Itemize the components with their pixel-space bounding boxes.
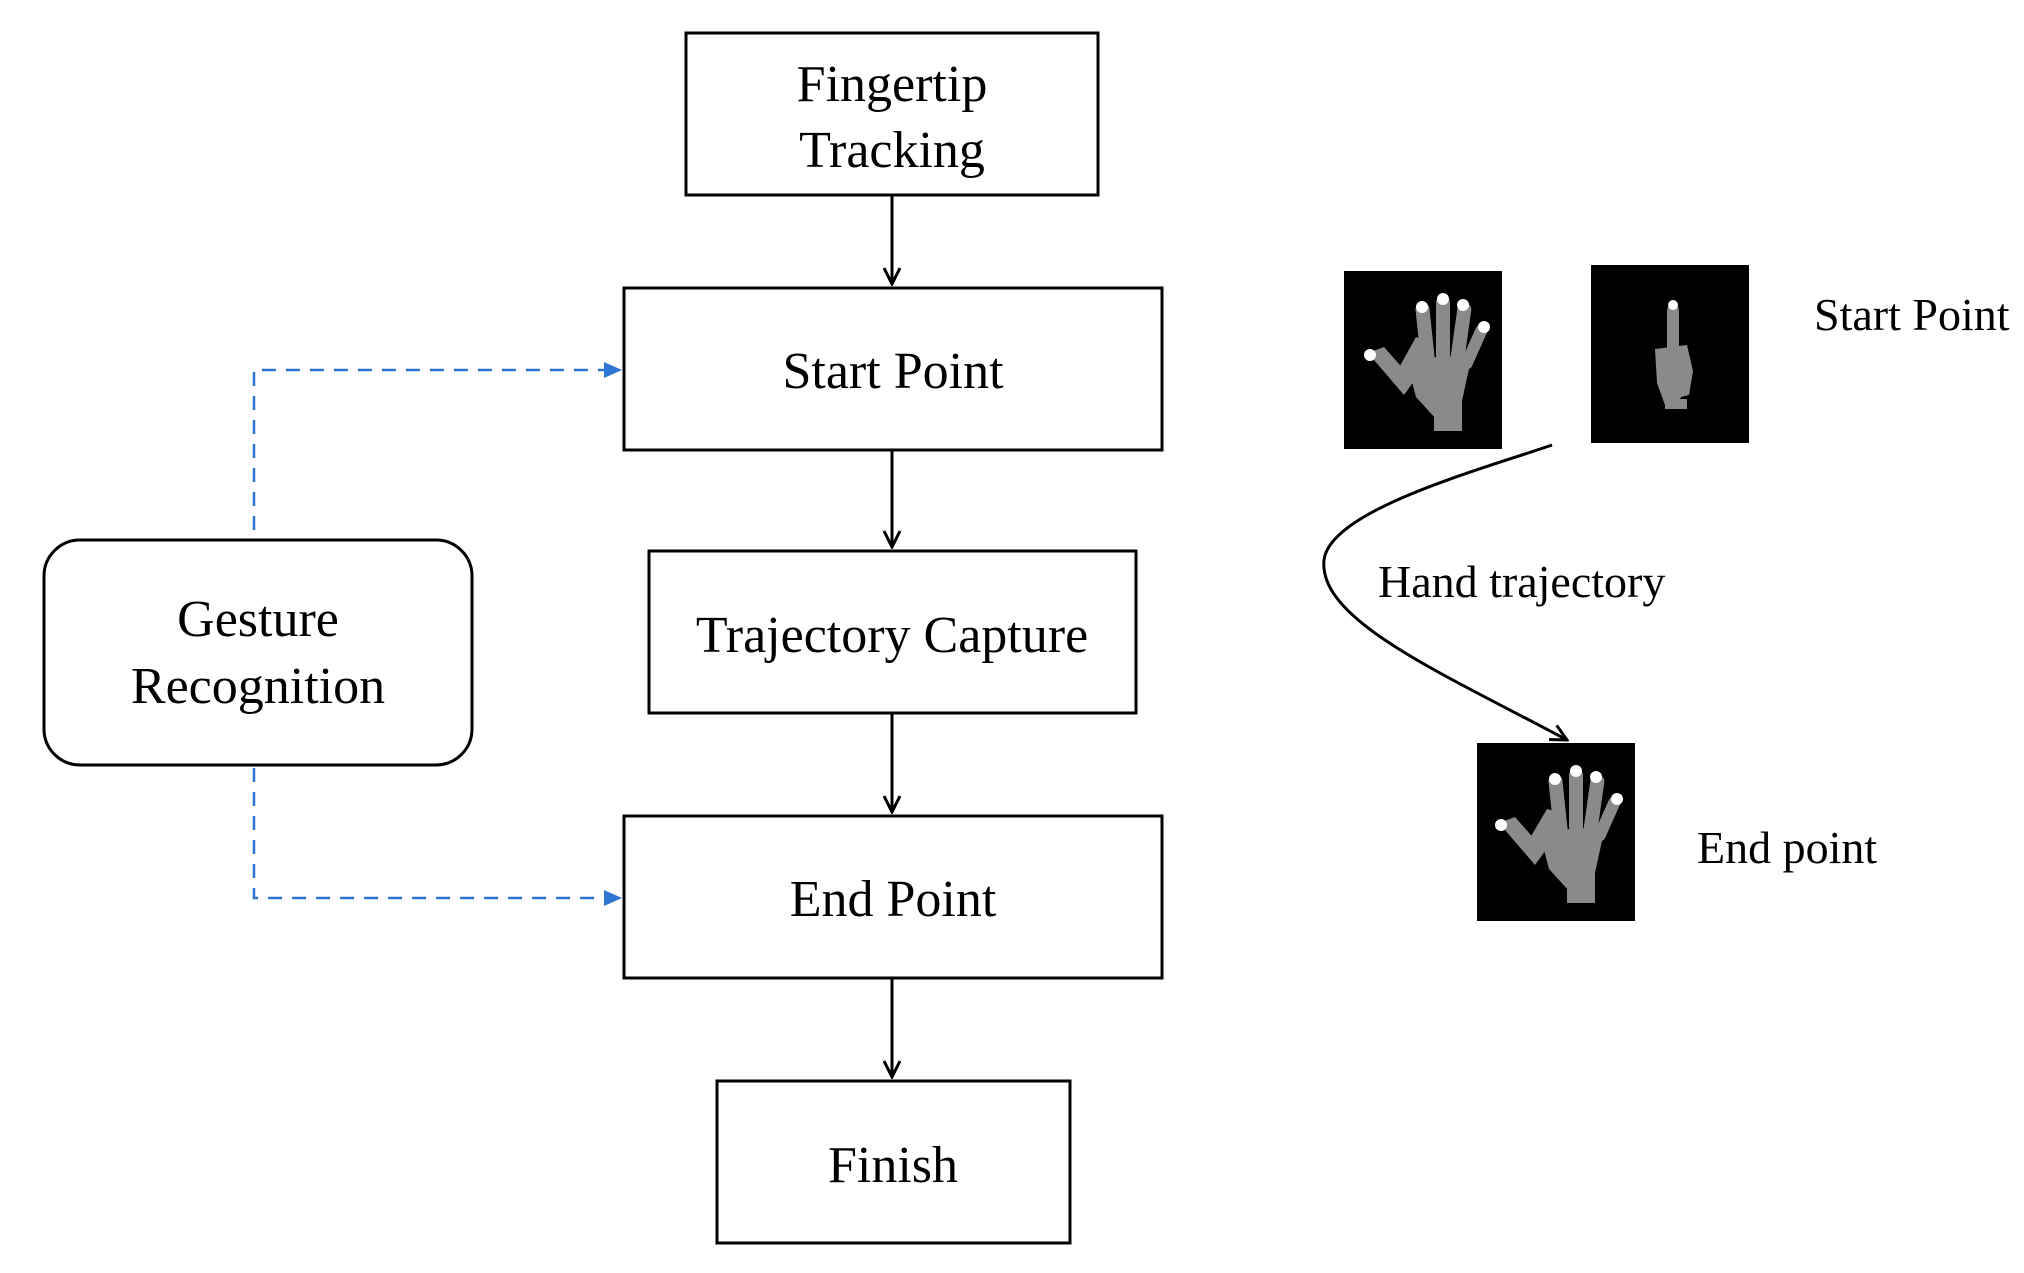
start-point-box: Start Point: [622, 286, 1164, 452]
illustration-start-label: Start Point: [1814, 289, 2010, 340]
gesture-recognition-line-1: Gesture: [177, 591, 339, 648]
trajectory-capture-label: Trajectory Capture: [696, 607, 1088, 664]
hand-trajectory-curve: [1322, 443, 1567, 740]
fingertip-tracking-line-2: Tracking: [799, 122, 985, 179]
end-point-box: End Point: [622, 814, 1164, 980]
fingertip-tracking-box: Fingertip Tracking: [684, 31, 1100, 197]
gesture-recognition-line-2: Recognition: [131, 658, 385, 715]
fingertip-tracking-line-1: Fingertip: [797, 56, 988, 113]
dashed-arrow-to-end-point: [252, 768, 622, 906]
trajectory-capture-box: Trajectory Capture: [647, 549, 1138, 715]
dashed-arrow-to-start-point: [252, 362, 622, 530]
start-point-label: Start Point: [782, 343, 1004, 400]
open-hand-end-image: [1477, 743, 1635, 921]
gesture-recognition-box: Gesture Recognition: [42, 538, 474, 767]
open-hand-start-image: [1344, 271, 1502, 449]
illustration-end-label: End point: [1697, 822, 1877, 873]
end-point-label: End Point: [790, 871, 997, 928]
finish-label: Finish: [828, 1137, 958, 1194]
finish-box: Finish: [715, 1079, 1072, 1245]
illustration-trajectory-label: Hand trajectory: [1378, 556, 1665, 607]
pointing-hand-start-image: [1591, 265, 1749, 443]
